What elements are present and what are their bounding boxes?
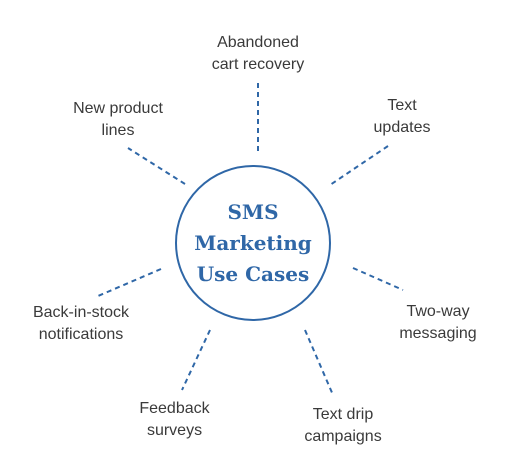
use-case-line: campaigns: [304, 428, 382, 445]
use-case-line: surveys: [146, 422, 203, 439]
use-case-text-drip: Text drip campaigns: [288, 404, 398, 448]
use-case-line: messaging: [399, 325, 477, 342]
central-hub-circle: SMS Marketing Use Cases: [175, 165, 331, 321]
hub-title-line-3: Use Cases: [196, 261, 310, 286]
use-case-text-updates: Text updates: [352, 95, 452, 139]
hub-title-line-2: Marketing: [194, 230, 312, 255]
use-case-line: notifications: [38, 326, 124, 343]
use-case-line: Back-in-stock: [32, 304, 130, 321]
use-case-feedback-surveys: Feedback surveys: [122, 398, 227, 442]
use-case-new-product-lines: New product lines: [58, 98, 178, 142]
connector-feedback: [181, 329, 211, 391]
connector-two-way: [352, 267, 404, 291]
use-case-back-in-stock: Back-in-stock notifications: [14, 302, 148, 346]
use-case-line: New product: [73, 100, 163, 117]
use-case-line: Abandoned: [217, 34, 299, 51]
use-case-line: Text drip: [312, 406, 374, 423]
use-case-line: lines: [101, 122, 135, 139]
use-case-two-way-messaging: Two-way messaging: [383, 301, 493, 345]
hub-title-line-1: SMS: [227, 199, 279, 224]
connector-new-product: [127, 147, 186, 185]
connector-text-drip: [304, 329, 334, 396]
use-case-line: Text: [387, 97, 417, 114]
use-case-line: updates: [373, 119, 431, 136]
use-case-line: cart recovery: [211, 56, 305, 73]
use-case-abandoned-cart: Abandoned cart recovery: [192, 32, 324, 76]
connector-back-in-stock: [97, 268, 162, 297]
connector-text-updates: [329, 145, 389, 186]
use-case-line: Two-way: [406, 303, 470, 320]
use-case-line: Feedback: [139, 400, 210, 417]
